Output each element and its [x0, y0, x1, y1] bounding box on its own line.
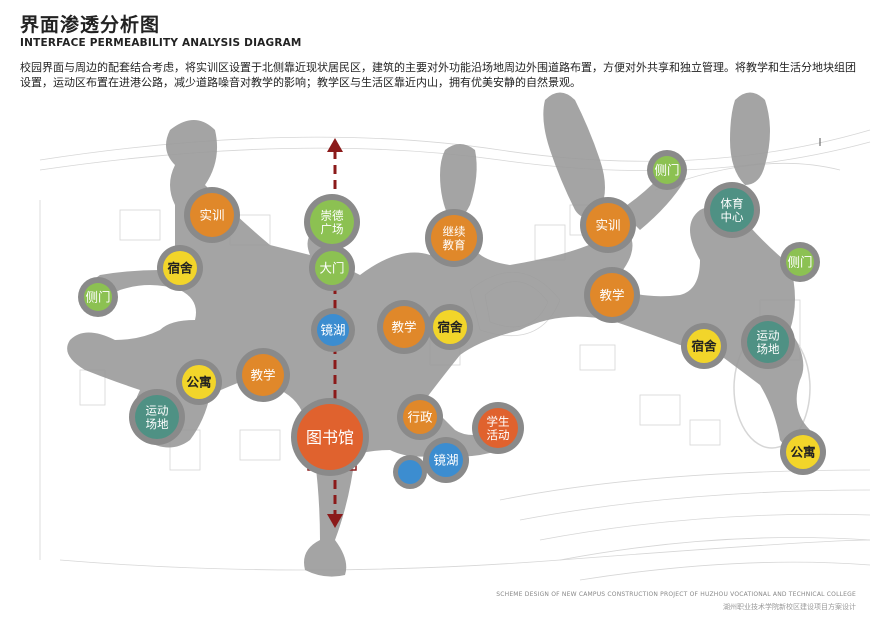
node-label: 教育: [443, 238, 466, 252]
page-subtitle: INTERFACE PERMEABILITY ANALYSIS DIAGRAM: [20, 37, 302, 49]
node-label: 侧门: [654, 163, 679, 178]
pond-marker: [398, 460, 422, 484]
node-ceman-east: 侧门: [780, 242, 820, 282]
node-circle: [429, 443, 463, 477]
node-gongyu-east: 公寓: [780, 429, 826, 475]
node-circle: [433, 310, 467, 344]
node-circle: [315, 251, 349, 285]
node-jiaoxue-center: 教学: [377, 300, 431, 354]
node-label: 继续: [443, 224, 466, 238]
node-library: 图书馆: [291, 398, 369, 476]
node-circle: [182, 365, 216, 399]
node-label: 宿舍: [167, 261, 193, 276]
node-circle: [383, 306, 425, 348]
node-circle: [297, 404, 363, 470]
node-circle: [163, 251, 197, 285]
node-label: 运动: [146, 403, 169, 417]
node-label: 行政: [407, 410, 433, 425]
node-label: 侧门: [85, 290, 110, 305]
description-text: 校园界面与周边的配套结合考虑，将实训区设置于北侧靠近现状居民区，建筑的主要对外功…: [20, 61, 856, 89]
footer-project-cn: 湖州职业技术学院新校区建设项目方案设计: [723, 603, 856, 611]
node-shixun-east: 实训: [580, 197, 636, 253]
node-label: 场地: [146, 417, 169, 431]
page-title: 界面渗透分析图: [20, 14, 161, 36]
node-ceman-west: 侧门: [78, 277, 118, 317]
node-label: 镜湖: [433, 453, 458, 468]
node-circle: [586, 203, 630, 247]
node-xingzheng: 行政: [397, 394, 443, 440]
node-label: 公寓: [790, 445, 815, 460]
node-sushe-east: 宿舍: [681, 323, 727, 369]
node-circle: [478, 408, 518, 448]
node-circle: [135, 395, 179, 439]
node-circle: [242, 354, 284, 396]
node-circle: [403, 400, 437, 434]
node-label: 实训: [595, 218, 620, 233]
node-circle: [786, 435, 820, 469]
node-circle: [431, 215, 477, 261]
node-sushe-west: 宿舍: [157, 245, 203, 291]
node-jinghu-south: 镜湖: [423, 437, 469, 483]
node-ceman-north: 侧门: [647, 150, 687, 190]
node-shixun-west: 实训: [184, 187, 240, 243]
node-label: 公寓: [186, 375, 211, 390]
node-label: 侧门: [787, 255, 812, 270]
node-label: 运动: [757, 328, 780, 342]
node-label: 场地: [757, 342, 780, 356]
node-damen: 大门: [309, 245, 355, 291]
function-nodes: 实训崇德广场继续教育实训侧门体育中心侧门宿舍大门侧门教学镜湖教学宿舍运动场地宿舍…: [78, 150, 826, 489]
node-label: 教学: [391, 320, 416, 335]
node-circle: [687, 329, 721, 363]
node-label: 崇德: [321, 208, 344, 222]
node-circle: [317, 314, 349, 346]
node-label: 中心: [721, 210, 744, 224]
node-label: 教学: [250, 368, 275, 383]
node-jinghu-north: 镜湖: [311, 308, 355, 352]
node-circle: [710, 188, 754, 232]
node-circle: [590, 273, 634, 317]
node-circle: [190, 193, 234, 237]
node-circle: [786, 248, 814, 276]
node-label: 学生: [487, 414, 510, 428]
node-circle: [84, 283, 112, 311]
node-label: 教学: [599, 288, 624, 303]
node-label: 镜湖: [320, 323, 345, 338]
node-label: 宿舍: [437, 320, 463, 335]
node-label: 宿舍: [691, 339, 717, 354]
footer-project-en: SCHEME DESIGN OF NEW CAMPUS CONSTRUCTION…: [496, 591, 856, 598]
node-gongyu-west: 公寓: [176, 359, 222, 405]
node-sushe-center: 宿舍: [427, 304, 473, 350]
node-circle: [747, 321, 789, 363]
node-jiaoxue-east: 教学: [584, 267, 640, 323]
node-circle: [310, 200, 354, 244]
node-circle: [653, 156, 681, 184]
node-label: 实训: [199, 208, 224, 223]
node-label: 广场: [321, 222, 344, 236]
node-label: 图书馆: [306, 428, 354, 447]
node-label: 活动: [487, 428, 510, 442]
node-label: 大门: [319, 261, 344, 276]
node-jiaoxue-west: 教学: [236, 348, 290, 402]
node-label: 体育: [721, 196, 744, 210]
